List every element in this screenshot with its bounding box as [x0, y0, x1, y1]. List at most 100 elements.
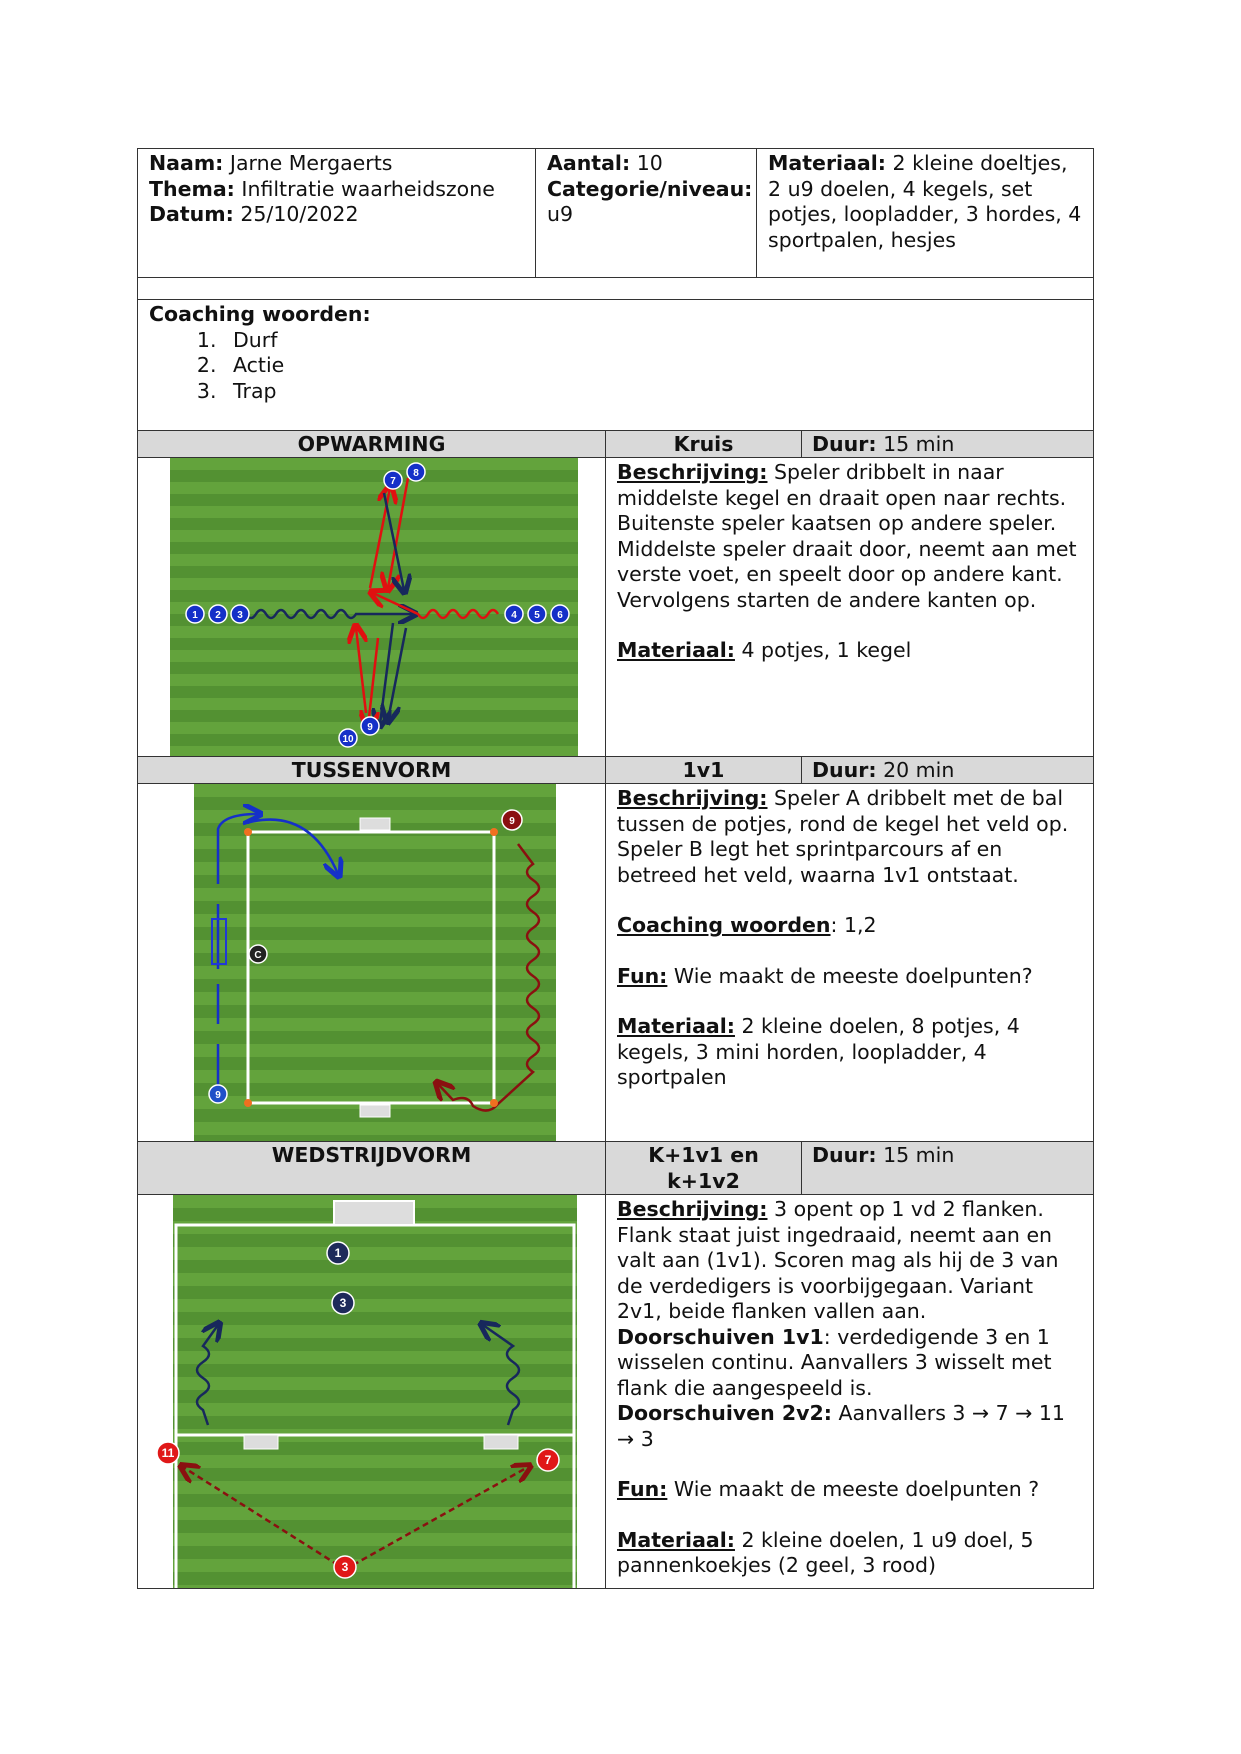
pass-arrow — [368, 637, 378, 726]
shift2-text: Aanvallers 3 → 7 → 11 → 3 — [617, 1401, 1065, 1451]
pass-right — [352, 1467, 528, 1567]
description-text: 3 opent op 1 vd 2 flanken. Flank staat j… — [617, 1197, 1059, 1323]
description-text: Speler dribbelt in naar middelste kegel … — [617, 460, 1077, 612]
phase-title: OPWARMING — [297, 432, 446, 456]
svg-text:7: 7 — [390, 476, 396, 487]
cone — [244, 828, 252, 836]
pass-arrow — [388, 477, 410, 588]
svg-text:7: 7 — [545, 1453, 552, 1467]
pass-left — [183, 1467, 339, 1567]
player-token: 8 — [406, 462, 426, 482]
coaching-cell: Coaching woorden: Durf Actie Trap — [136, 299, 1095, 431]
player-token: 10 — [338, 728, 358, 748]
player-token: 3 — [333, 1555, 357, 1579]
coach-text: : 1,2 — [830, 913, 877, 937]
category-value: u9 — [547, 202, 574, 226]
training-table: Naam: Jarne Mergaerts Thema: Infiltratie… — [136, 148, 1095, 1589]
player-token: 9 — [208, 1084, 228, 1104]
svg-text:2: 2 — [215, 610, 221, 621]
svg-text:3: 3 — [237, 610, 243, 621]
player-token: 4 — [504, 604, 524, 624]
dribble-arrow-left — [234, 610, 413, 618]
duration-value: 20 min — [883, 758, 955, 782]
svg-text:9: 9 — [215, 1090, 221, 1101]
player-token: 3 — [230, 604, 250, 624]
identity-cell: Naam: Jarne Mergaerts Thema: Infiltratie… — [137, 148, 536, 278]
player-token: 7 — [383, 470, 403, 490]
svg-text:8: 8 — [413, 468, 419, 479]
intermediate-description: Beschrijving: Speler A dribbelt met de b… — [604, 783, 1095, 1142]
warmup-diagram: 1 2 3 4 5 6 7 8 9 10 — [170, 458, 578, 756]
coaching-item: Actie — [223, 353, 1082, 379]
run-arrow — [242, 818, 338, 874]
player-token: 7 — [536, 1448, 560, 1472]
small-goal — [483, 1434, 519, 1450]
intermediate-diagram: 99C — [194, 784, 556, 1141]
name-value: Jarne Mergaerts — [229, 151, 393, 175]
exercise-name: Kruis — [673, 432, 734, 456]
material-value: 2 kleine doeltjes, 2 u9 doelen, 4 kegels… — [768, 151, 1082, 252]
coaching-title: Coaching woorden: — [149, 302, 371, 326]
pitch — [173, 1195, 577, 1588]
player-token: C — [248, 944, 268, 964]
svg-text:C: C — [254, 950, 261, 961]
section-header-match: WEDSTRIJDVORM K+1v1 en k+1v2 Duur: 15 mi… — [137, 1141, 1095, 1195]
dribble-route — [438, 843, 541, 1112]
small-goal — [243, 1434, 279, 1450]
svg-text:9: 9 — [367, 722, 373, 733]
cone — [490, 828, 498, 836]
svg-text:1: 1 — [192, 610, 198, 621]
svg-text:5: 5 — [534, 610, 540, 621]
dribble-arrow-right — [373, 593, 500, 620]
material-text: 4 potjes, 1 kegel — [741, 638, 912, 662]
coaching-list: Durf Actie Trap — [149, 328, 1082, 405]
shift1-text: : verdedigende 3 en 1 wisselen continu. … — [617, 1324, 1052, 1400]
svg-text:3: 3 — [342, 1560, 349, 1574]
phase-title: TUSSENVORM — [291, 758, 452, 782]
player-token: 11 — [156, 1441, 180, 1465]
svg-text:6: 6 — [557, 610, 563, 621]
coaching-item: Durf — [223, 328, 1082, 354]
count-cell: Aantal: 10 Categorie/niveau: u9 — [534, 148, 758, 278]
svg-text:11: 11 — [162, 1446, 175, 1460]
dribble-left — [195, 1325, 218, 1426]
header-row: Naam: Jarne Mergaerts Thema: Infiltratie… — [137, 148, 1095, 278]
svg-text:1: 1 — [335, 1246, 342, 1260]
player-token: 9 — [360, 716, 380, 736]
material-text: 2 kleine doelen, 8 potjes, 4 kegels, 3 m… — [617, 1014, 1020, 1089]
material-cell: Materiaal: 2 kleine doeltjes, 2 u9 doele… — [756, 148, 1095, 278]
date-value: 25/10/2022 — [240, 202, 359, 226]
count-value: 10 — [636, 151, 663, 175]
fun-text: Wie maakt de meeste doelpunten ? — [673, 1477, 1040, 1501]
coaching-item: Trap — [223, 379, 1082, 405]
exercise-name: 1v1 — [682, 758, 725, 782]
main-goal — [333, 1200, 415, 1226]
coaching-row: Coaching woorden: Durf Actie Trap — [136, 299, 1095, 431]
player-token: 5 — [527, 604, 547, 624]
small-goal — [359, 1104, 391, 1118]
svg-text:4: 4 — [511, 610, 517, 621]
material-text: 2 kleine doelen, 1 u9 doel, 5 pannenkoek… — [617, 1527, 1034, 1578]
phase-title: WEDSTRIJDVORM — [271, 1143, 472, 1167]
pass-arrow — [388, 627, 408, 720]
svg-text:3: 3 — [340, 1296, 347, 1310]
spacer-row — [136, 277, 1095, 300]
duration-value: 15 min — [883, 432, 955, 456]
svg-text:9: 9 — [509, 816, 515, 827]
match-diagram-cell: 1 3 11 7 3 — [137, 1194, 606, 1589]
theme-value: Infiltratie waarheidszone — [241, 176, 495, 201]
pass-arrow — [356, 628, 366, 714]
warmup-description: Beschrijving: Speler dribbelt in naar mi… — [604, 457, 1095, 757]
section-header-warmup: OPWARMING Kruis Duur: 15 min — [137, 430, 1095, 458]
exercise-name: K+1v1 en k+1v2 — [648, 1143, 759, 1193]
match-diagram: 1 3 11 7 3 — [156, 1195, 577, 1588]
cone — [244, 1099, 252, 1107]
description-text: Speler A dribbelt met de bal tussen de p… — [617, 786, 1069, 887]
duration-value: 15 min — [883, 1143, 955, 1167]
section-header-intermediate: TUSSENVORM 1v1 Duur: 20 min — [137, 756, 1095, 784]
player-token: 1 — [185, 604, 205, 624]
dribble-right — [483, 1325, 521, 1426]
